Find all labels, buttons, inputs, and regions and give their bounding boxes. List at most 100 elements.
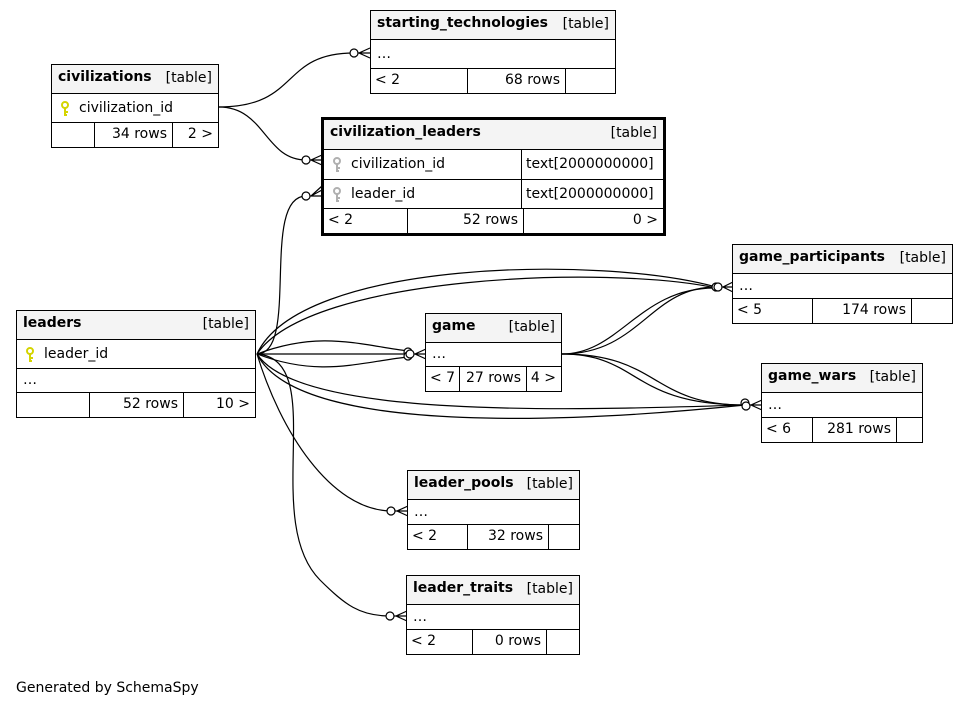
table-leader-traits[interactable]: leader_traits [table] … < 2 0 rows — [406, 575, 580, 655]
table-type: [table] — [899, 250, 946, 266]
children-count[interactable]: 2 > — [187, 126, 213, 142]
table-footer: < 2 0 rows — [407, 630, 579, 654]
table-footer: < 6 281 rows — [762, 418, 922, 442]
primary-key-icon — [61, 101, 69, 116]
parents-count[interactable]: < 6 — [762, 418, 813, 442]
edge-leaders-leader-traits — [256, 353, 391, 617]
edge-leaders-civilization-leaders — [256, 195, 307, 355]
marker-game-participants-2 — [713, 282, 723, 292]
parents-count[interactable]: < 2 — [324, 209, 408, 233]
marker-leader-pools — [386, 506, 396, 516]
row-count: 0 rows — [473, 630, 547, 654]
table-header: game_wars [table] — [762, 364, 922, 393]
marker-game-wars-2 — [741, 401, 751, 411]
crowfoot-leader-traits — [394, 610, 408, 622]
row-count: 52 rows — [408, 209, 524, 233]
column-name: leader_id — [44, 346, 109, 362]
row-count: 27 rows — [460, 367, 527, 391]
column-name: leader_id — [351, 186, 416, 202]
parents-count[interactable]: < 2 — [371, 69, 468, 93]
crowfoot-civilization-leaders-leader — [310, 185, 323, 197]
row-count: 68 rows — [468, 69, 566, 93]
table-name: starting_technologies — [377, 15, 548, 31]
marker-civilization-leaders-leader — [301, 191, 311, 201]
parents-count[interactable]: < 2 — [408, 525, 468, 549]
table-footer: 52 rows 10 > — [17, 393, 255, 417]
parents-count[interactable]: < 7 — [426, 367, 460, 391]
primary-key-icon — [26, 347, 34, 362]
table-name: game_wars — [768, 368, 857, 384]
table-type: [table] — [562, 16, 609, 32]
table-game-participants[interactable]: game_participants [table] … < 5 174 rows — [732, 244, 953, 324]
children-count[interactable]: 10 > — [216, 396, 250, 412]
row-count: 34 rows — [95, 123, 173, 147]
edge-leaders-game-participants-a — [256, 268, 717, 355]
column-row: … — [733, 274, 952, 299]
column-name: … — [414, 504, 428, 520]
table-starting-technologies[interactable]: starting_technologies [table] … < 2 68 r… — [370, 10, 616, 94]
marker-starting-technologies — [349, 48, 359, 58]
column-row: … — [762, 393, 922, 418]
table-name: leaders — [23, 315, 82, 331]
column-row: … — [408, 500, 579, 525]
column-row: … — [17, 369, 255, 393]
table-type: [table] — [508, 319, 555, 335]
column-name: … — [432, 346, 446, 362]
table-footer: 34 rows 2 > — [52, 123, 218, 147]
crowfoot-starting-technologies — [357, 47, 371, 59]
table-civilization-leaders[interactable]: civilization_leaders [table] civilizatio… — [321, 117, 666, 236]
table-civilizations[interactable]: civilizations [table] civilization_id 34… — [51, 64, 219, 148]
table-type: [table] — [610, 125, 657, 141]
column-row: civilization_id text[2000000000] — [324, 150, 663, 180]
column-row: civilization_id — [52, 94, 218, 123]
column-row: leader_id — [17, 340, 255, 369]
children-count: 0 > — [632, 212, 658, 228]
table-name: leader_pools — [414, 475, 514, 491]
column-name: civilization_id — [79, 100, 174, 116]
edge-game-game-participants-b — [561, 287, 717, 355]
table-header: starting_technologies [table] — [371, 11, 615, 40]
column-name: … — [413, 609, 427, 625]
children-count — [912, 299, 952, 323]
table-footer: < 5 174 rows — [733, 299, 952, 323]
column-row: … — [371, 40, 615, 69]
children-count[interactable]: 4 > — [530, 370, 556, 386]
row-count: 281 rows — [813, 418, 897, 442]
table-type: [table] — [869, 369, 916, 385]
table-game[interactable]: game [table] … < 7 27 rows 4 > — [425, 313, 562, 392]
table-header: leader_traits [table] — [407, 576, 579, 605]
table-header: leader_pools [table] — [408, 471, 579, 500]
column-row: … — [407, 605, 579, 630]
column-name: … — [377, 46, 391, 62]
crowfoot-game — [413, 348, 427, 360]
table-name: civilization_leaders — [330, 124, 481, 140]
parents-count — [52, 123, 95, 147]
table-game-wars[interactable]: game_wars [table] … < 6 281 rows — [761, 363, 923, 443]
edge-leaders-leader-pools — [256, 353, 392, 512]
crowfoot-game-participants — [721, 281, 734, 293]
edge-leaders-game-participants-b — [256, 276, 717, 355]
table-header: leaders [table] — [17, 311, 255, 340]
column-name: civilization_id — [351, 156, 446, 172]
parents-count[interactable]: < 2 — [407, 630, 473, 654]
generated-by-text: Generated by SchemaSpy — [16, 680, 199, 696]
crowfoot-leader-pools — [395, 505, 409, 517]
foreign-key-icon — [333, 187, 341, 202]
table-name: game — [432, 318, 476, 334]
table-header: civilizations [table] — [52, 65, 218, 94]
column-name: … — [739, 278, 753, 294]
row-count: 52 rows — [90, 393, 184, 417]
marker-game-3 — [405, 349, 415, 359]
edge-leaders-game-c — [256, 353, 409, 368]
table-type: [table] — [526, 581, 573, 597]
table-name: game_participants — [739, 249, 885, 265]
row-count: 174 rows — [813, 299, 912, 323]
marker-leader-traits — [385, 611, 395, 621]
column-row: leader_id text[2000000000] — [324, 180, 663, 209]
table-leader-pools[interactable]: leader_pools [table] … < 2 32 rows — [407, 470, 580, 550]
table-leaders[interactable]: leaders [table] leader_id … 52 rows 10 > — [16, 310, 256, 418]
column-row: … — [426, 343, 561, 367]
table-type: [table] — [526, 476, 573, 492]
parents-count[interactable]: < 5 — [733, 299, 813, 323]
